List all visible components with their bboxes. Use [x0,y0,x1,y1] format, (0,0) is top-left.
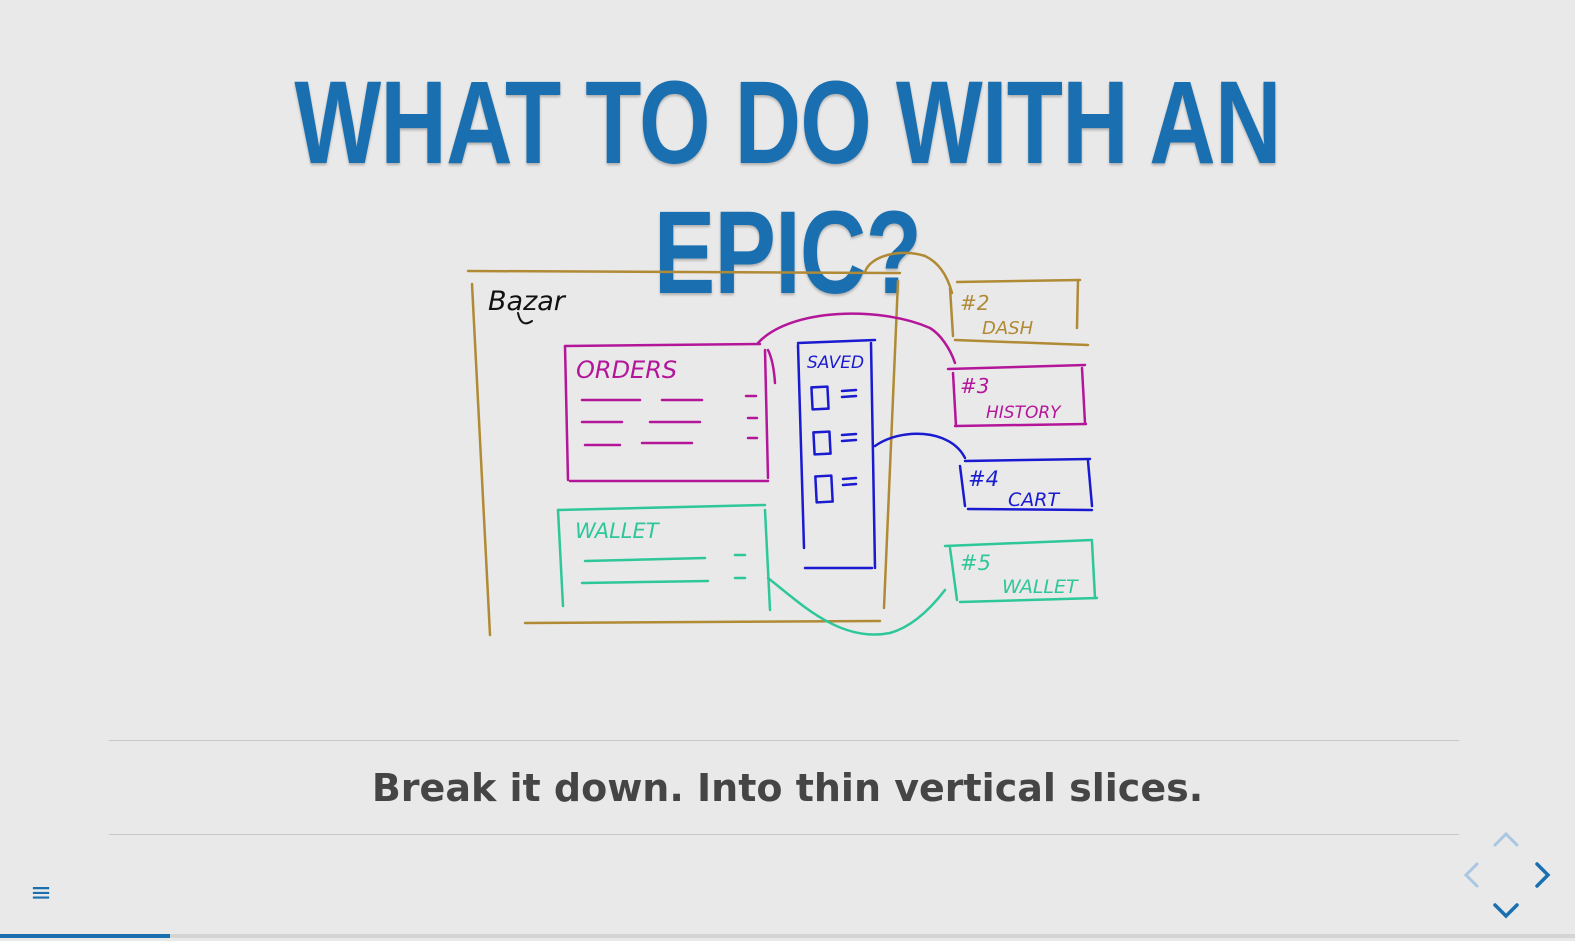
slice-2-number: #2 [960,291,989,315]
chevron-up-icon[interactable] [1492,826,1520,854]
caption-divider-top [109,740,1459,741]
slice-2-label: DASH [982,318,1034,339]
slide-title: WHAT TO DO WITH AN EPIC? [294,57,1281,319]
chevron-down-icon[interactable] [1492,896,1520,924]
caption-divider-bottom [109,834,1459,835]
slice-5-number: #5 [960,551,991,575]
sketch-orders-label: ORDERS [576,356,677,384]
app-frame [466,251,1090,637]
slice-5-label: WALLET [1002,576,1079,598]
chevron-right-icon[interactable] [1528,861,1556,889]
slice-4-number: #4 [968,467,999,491]
slide-caption: Break it down. Into thin vertical slices… [371,766,1204,810]
slice-3-label: HISTORY [986,403,1062,423]
chevron-left-icon[interactable] [1458,861,1486,889]
epic-sketch-illustration: Bazar ORDERS [460,248,1110,643]
sketch-wallet-label: WALLET [575,519,661,543]
progress-bar [0,934,1575,938]
sketch-app-label: Bazar [488,286,567,317]
sketch-saved-label: SAVED [807,353,864,373]
progress-bar-fill [0,934,171,938]
slide-navigation [1458,826,1558,926]
slice-3-number: #3 [960,374,989,398]
slice-4-label: CART [1008,489,1060,511]
menu-icon[interactable]: ≡ [30,878,52,908]
